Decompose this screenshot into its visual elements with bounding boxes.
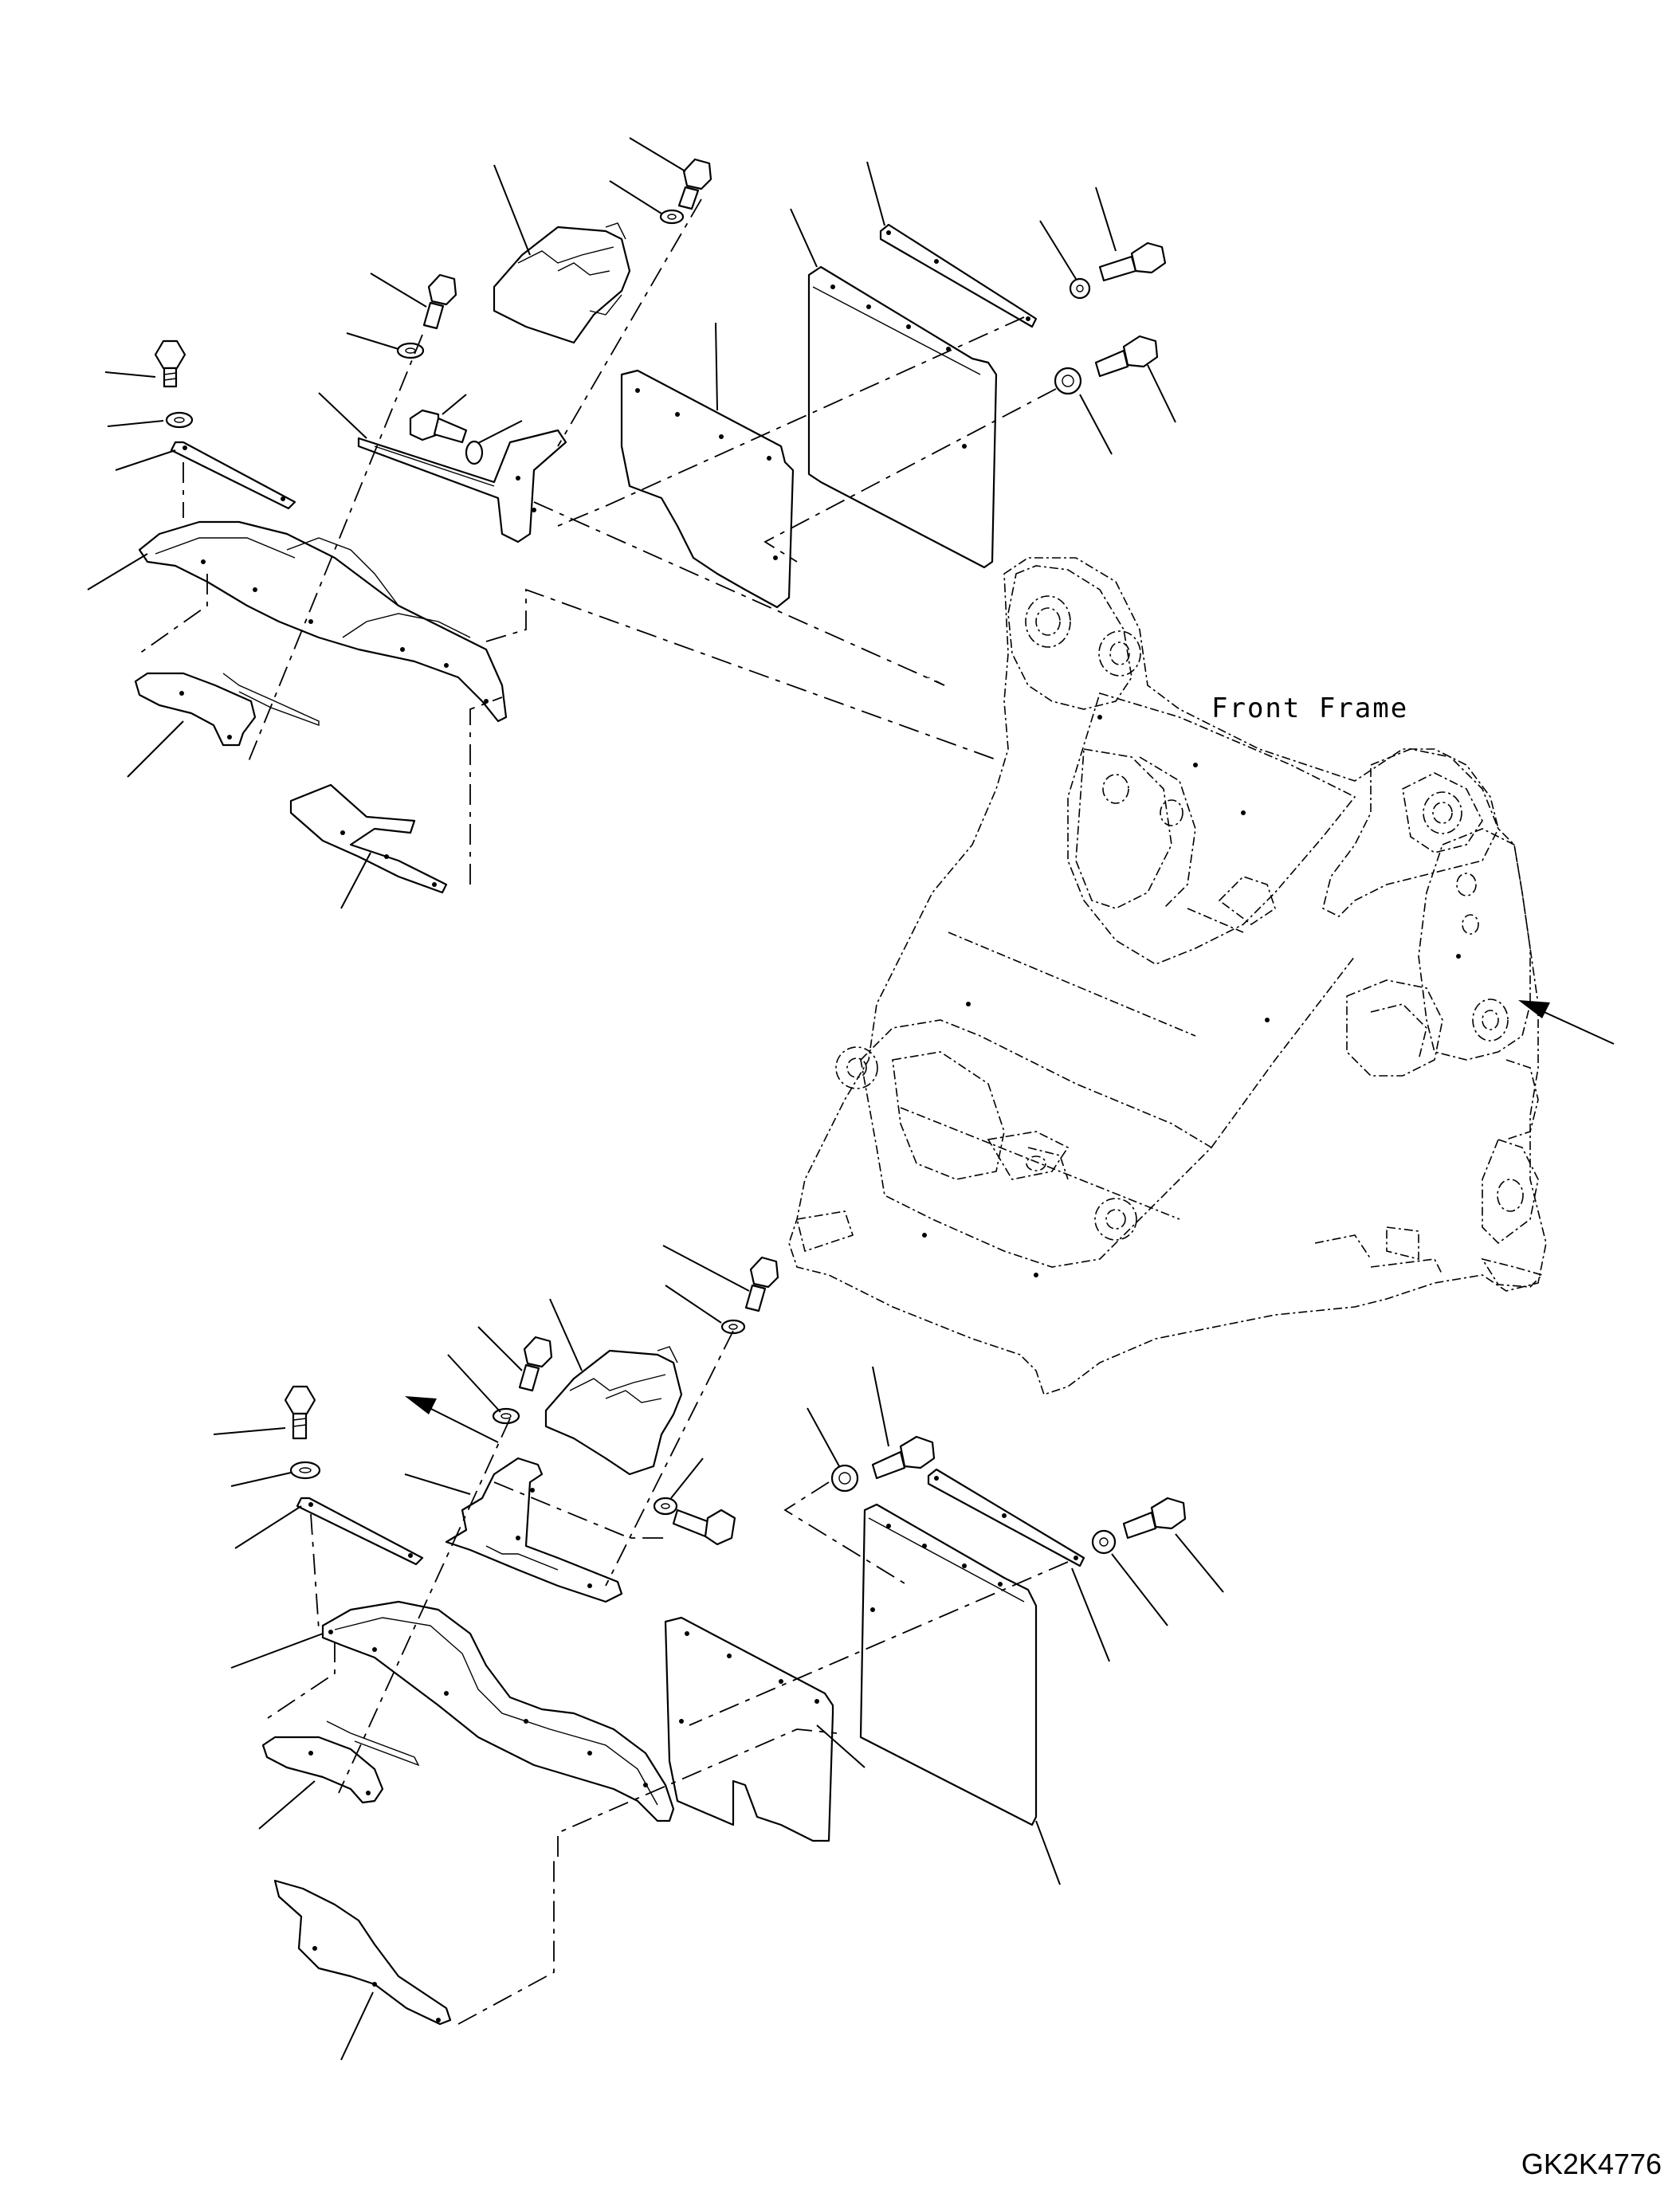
washer-upper-right bbox=[1069, 277, 1091, 300]
strip-plate-lower-right bbox=[927, 1468, 1085, 1567]
mount-bracket-upper bbox=[289, 783, 448, 894]
bolt-top-center bbox=[677, 158, 712, 210]
bolt-lower-right bbox=[1122, 1497, 1187, 1540]
front-frame bbox=[788, 557, 1547, 1396]
mud-flap-upper bbox=[807, 265, 998, 569]
strip-plate-upper-left bbox=[170, 441, 296, 510]
l-bracket-lower bbox=[445, 1457, 623, 1603]
bolt-upper-right bbox=[1098, 241, 1167, 282]
mud-flap-lower bbox=[859, 1503, 1038, 1826]
bolt-lower-center bbox=[518, 1336, 553, 1392]
mud-plate-upper-small bbox=[620, 369, 795, 609]
cover-block-upper bbox=[493, 222, 631, 344]
washer-upper-left bbox=[165, 411, 194, 429]
mud-plate-lower-small bbox=[664, 1616, 834, 1842]
strip-plate-upper-right bbox=[879, 223, 1038, 328]
washer-lower-mid bbox=[653, 1497, 678, 1516]
fender-bracket-lower bbox=[261, 1720, 420, 1804]
washer-lower-right bbox=[1091, 1529, 1117, 1555]
bolt-lower-left bbox=[284, 1385, 316, 1440]
mount-bracket-lower bbox=[273, 1879, 452, 2026]
direction-arrows bbox=[405, 1000, 1615, 1443]
fender-lower bbox=[321, 1600, 675, 1822]
washer-lower-left bbox=[289, 1461, 321, 1480]
bolt-lower-top bbox=[744, 1256, 779, 1312]
l-bracket-upper bbox=[357, 429, 567, 543]
washer-horizontal-upper bbox=[465, 440, 484, 465]
fender-bracket-upper bbox=[134, 672, 320, 747]
arrow-left-icon bbox=[405, 1396, 499, 1443]
bolt-upper-left bbox=[154, 339, 186, 388]
bolt-horizontal-upper bbox=[409, 409, 468, 444]
drawing-number: GK2K4776 bbox=[1521, 2148, 1662, 2180]
cover-block-lower bbox=[544, 1346, 683, 1476]
washer-top-center bbox=[659, 209, 685, 225]
strip-plate-lower-left bbox=[296, 1497, 424, 1566]
washer-upper-center bbox=[396, 342, 425, 359]
bolt-upper-right-lower bbox=[1094, 335, 1159, 378]
bolt-upper-center bbox=[422, 273, 457, 330]
lower-fender-assembly bbox=[261, 1256, 1187, 2026]
fender-upper bbox=[138, 520, 508, 723]
assembly-lines bbox=[139, 198, 1069, 2025]
arrow-right-icon bbox=[1518, 1000, 1615, 1045]
bolt-lower-center-right bbox=[871, 1435, 936, 1480]
washer-lower-center bbox=[492, 1407, 520, 1425]
spacer-upper-right bbox=[1054, 367, 1082, 395]
front-frame-label: Front Frame bbox=[1211, 692, 1408, 724]
upper-fender-assembly bbox=[134, 158, 1167, 894]
washer-lower-top bbox=[720, 1319, 746, 1335]
spacer-lower bbox=[830, 1464, 859, 1493]
bolt-horizontal-lower bbox=[672, 1508, 736, 1546]
leader-lines bbox=[87, 137, 1224, 2061]
